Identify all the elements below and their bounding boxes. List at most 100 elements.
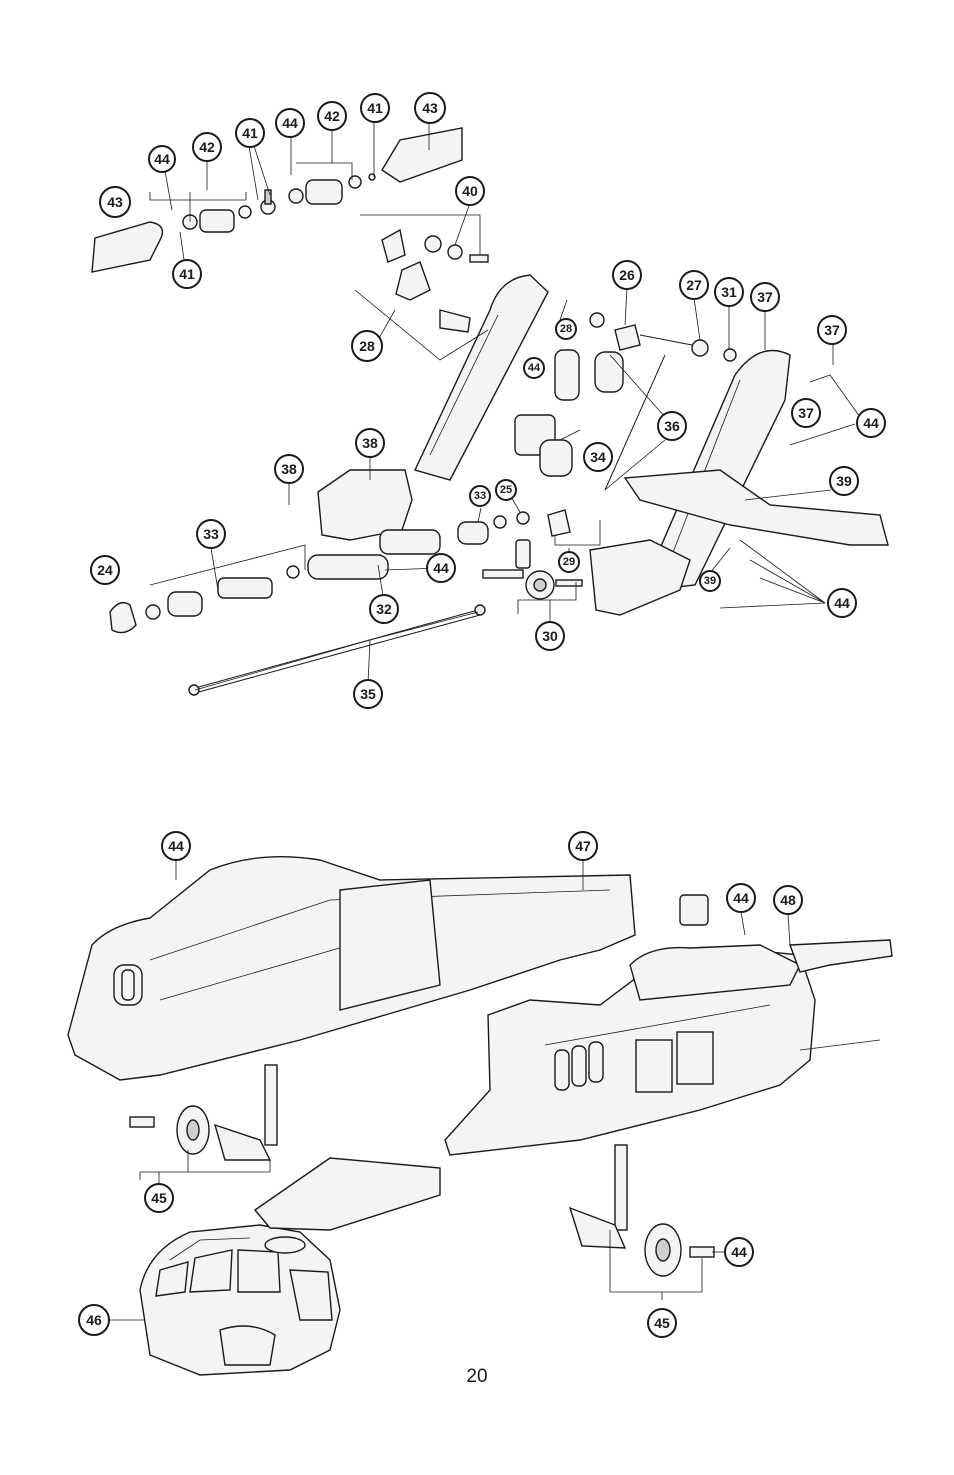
svg-text:33: 33: [203, 526, 219, 542]
svg-text:29: 29: [563, 556, 575, 568]
callout-28: 28: [351, 330, 383, 362]
callout-45: 45: [144, 1183, 174, 1213]
callout-44: 44: [856, 408, 886, 438]
svg-text:40: 40: [462, 183, 478, 199]
tail-blade-left: [91, 221, 164, 273]
callout-26: 26: [612, 260, 642, 290]
callout-35: 35: [353, 679, 383, 709]
callout-39-small: 39: [699, 570, 721, 592]
svg-text:28: 28: [560, 323, 572, 335]
control-rod-36: [604, 354, 666, 491]
nose-canopy: [139, 1157, 441, 1376]
fuselage-drawing: [67, 855, 893, 1376]
horizontal-stabilizer: [623, 469, 889, 546]
callout-41: 41: [360, 93, 390, 123]
callout-44-small: 44: [523, 357, 545, 379]
callout-38: 38: [274, 454, 304, 484]
svg-text:37: 37: [824, 322, 840, 338]
main-wheel-left: [129, 1064, 278, 1161]
svg-text:27: 27: [686, 277, 702, 293]
callout-41: 41: [172, 259, 202, 289]
gearbox-case: [317, 469, 413, 541]
callout-47: 47: [568, 831, 598, 861]
tail-fin-frame: [414, 274, 549, 481]
svg-text:31: 31: [721, 284, 737, 300]
callout-37: 37: [791, 398, 821, 428]
svg-text:44: 44: [168, 838, 184, 854]
control-rod-35: [194, 609, 479, 689]
svg-text:30: 30: [542, 628, 558, 644]
top-leader-lines: [149, 120, 866, 691]
svg-text:41: 41: [367, 100, 383, 116]
svg-text:44: 44: [433, 560, 449, 576]
callout-28-small: 28: [555, 318, 577, 340]
svg-text:43: 43: [107, 194, 123, 210]
svg-text:25: 25: [500, 484, 512, 496]
svg-text:46: 46: [86, 1312, 102, 1328]
main-wheel-right: [568, 1144, 715, 1277]
svg-text:39: 39: [836, 473, 852, 489]
svg-text:39: 39: [704, 575, 716, 587]
svg-text:44: 44: [282, 115, 298, 131]
callout-44: 44: [726, 883, 756, 913]
callout-38: 38: [355, 428, 385, 458]
callout-31: 31: [714, 277, 744, 307]
callout-42: 42: [317, 101, 347, 131]
svg-text:28: 28: [359, 338, 375, 354]
svg-text:38: 38: [362, 435, 378, 451]
callout-42: 42: [192, 132, 222, 162]
callout-46: 46: [78, 1304, 110, 1336]
svg-text:33: 33: [474, 490, 486, 502]
svg-text:44: 44: [154, 151, 170, 167]
callout-37: 37: [817, 315, 847, 345]
svg-text:45: 45: [151, 1190, 167, 1206]
callout-43: 43: [99, 186, 131, 218]
callout-33-small: 33: [469, 485, 491, 507]
callout-25-small: 25: [495, 479, 517, 501]
boom-fairing: [589, 539, 691, 616]
svg-text:35: 35: [360, 686, 376, 702]
svg-text:42: 42: [324, 108, 340, 124]
svg-text:37: 37: [798, 405, 814, 421]
svg-text:38: 38: [281, 461, 297, 477]
callout-32: 32: [369, 594, 399, 624]
tail-hub-right: [288, 173, 376, 205]
svg-text:42: 42: [199, 139, 215, 155]
callout-37: 37: [750, 282, 780, 312]
tail-wheel-assembly: [482, 509, 583, 600]
callout-33: 33: [196, 519, 226, 549]
svg-text:44: 44: [733, 890, 749, 906]
callout-45: 45: [647, 1308, 677, 1338]
tail-cone: [789, 939, 893, 973]
svg-text:34: 34: [590, 449, 606, 465]
svg-text:41: 41: [179, 266, 195, 282]
callout-39: 39: [829, 466, 859, 496]
svg-text:44: 44: [731, 1244, 747, 1260]
callout-27: 27: [679, 270, 709, 300]
callout-41: 41: [235, 118, 265, 148]
callout-44: 44: [148, 145, 176, 173]
callout-30: 30: [535, 621, 565, 651]
callout-44: 44: [724, 1237, 754, 1267]
callout-44: 44: [426, 553, 456, 583]
page-number: 20: [466, 1366, 488, 1387]
svg-text:41: 41: [242, 125, 258, 141]
callouts: 43 44 42 41 41 44 42 41 43 40 28 28 44 2…: [78, 92, 886, 1338]
svg-text:44: 44: [528, 362, 541, 374]
callout-43: 43: [414, 92, 446, 124]
callout-34: 34: [583, 442, 613, 472]
svg-text:32: 32: [376, 601, 392, 617]
callout-40: 40: [455, 176, 485, 206]
svg-text:45: 45: [654, 1315, 670, 1331]
callout-44: 44: [275, 108, 305, 138]
svg-text:44: 44: [863, 415, 879, 431]
svg-text:43: 43: [422, 100, 438, 116]
callout-48: 48: [773, 885, 803, 915]
svg-text:48: 48: [780, 892, 796, 908]
tail-hub-left: [182, 189, 276, 233]
svg-text:44: 44: [834, 595, 850, 611]
tail-assembly-drawing: [91, 120, 889, 696]
callout-44: 44: [161, 831, 191, 861]
bottom-leader-lines: [109, 860, 791, 1321]
callout-29-small: 29: [558, 551, 580, 573]
